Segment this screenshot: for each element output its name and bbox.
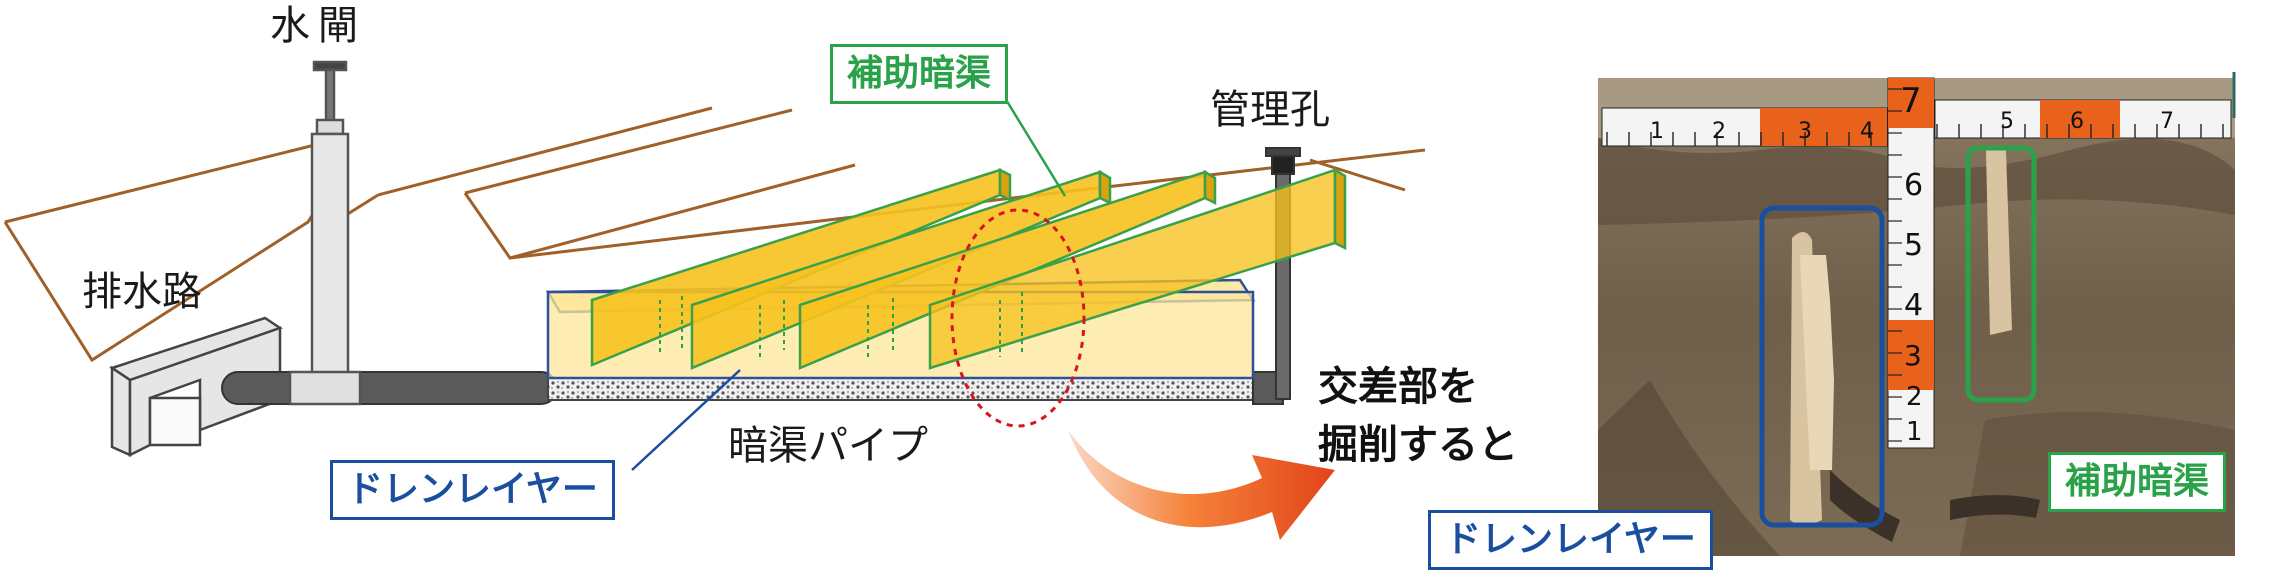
label-excavate-line1: 交差部を [1318,364,1478,410]
ruler-marks: 1 2 3 4 5 6 7 7 6 5 4 3 2 1 [1650,81,2174,447]
ruler-v-7: 7 [1900,81,1922,121]
label-drain-pipe: 暗渠パイプ [728,423,928,469]
ruler-v-3: 3 [1904,339,1922,372]
auxiliary-boards [590,167,1347,370]
excavation-arrow [1068,430,1335,540]
label-photo-auxiliary-drain: 補助暗渠 [2048,452,2227,512]
ruler-v-5: 5 [1904,228,1923,263]
ruler-h-2: 2 [1712,119,1726,144]
ruler-h-1: 1 [1650,119,1664,144]
ruler-h-5: 5 [2000,109,2014,134]
ruler-v-6: 6 [1904,168,1923,203]
ruler-h-6: 6 [2070,109,2084,134]
intersection-marker [950,208,1086,428]
label-water-gate: 水閘 [270,3,366,49]
ruler-h-3: 3 [1798,119,1812,144]
label-auxiliary-drain: 補助暗渠 [830,44,1009,104]
ruler-h-7: 7 [2160,109,2174,134]
ruler-h-4: 4 [1860,119,1874,144]
label-excavate: 交差部を 掘削すると [1318,358,1518,474]
photo-drain-layer-frame [1759,205,1885,528]
ruler-v-2: 2 [1906,382,1923,412]
label-excavate-line2: 掘削すると [1318,422,1518,468]
drainage-channel-shape [109,316,283,458]
dashed-guides [659,292,1023,357]
label-drain-layer: ドレンレイヤー [330,460,615,520]
label-management-hole: 管理孔 [1210,87,1330,133]
label-drainage-channel: 排水路 [82,269,202,315]
label-photo-drain-layer: ドレンレイヤー [1428,510,1713,570]
ruler-v-1: 1 [1906,417,1923,447]
water-gate-shape [288,60,362,406]
photo-auxiliary-frame [1965,145,2037,403]
ruler-v-4: 4 [1904,288,1923,323]
